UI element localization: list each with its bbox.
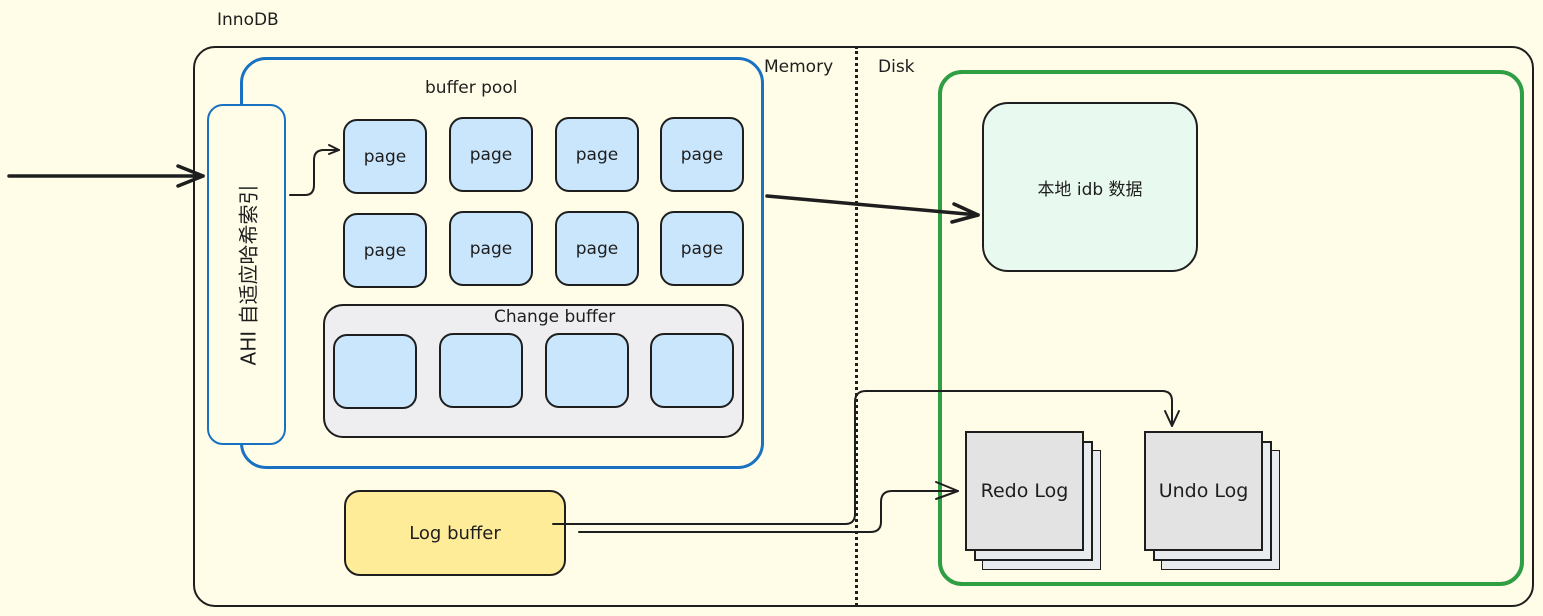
log-buffer-to-redo-arrow <box>578 481 959 533</box>
page-box[interactable]: page <box>343 119 427 194</box>
page-box[interactable]: page <box>555 211 639 286</box>
change-buffer-slot[interactable] <box>545 333 629 408</box>
disk-container <box>938 70 1524 586</box>
page-box[interactable]: page <box>555 117 639 192</box>
external-to-ahi-arrow <box>7 164 205 188</box>
disk-label: Disk <box>878 57 915 77</box>
change-buffer-slot[interactable] <box>439 333 523 408</box>
buffer-pool-label: buffer pool <box>425 78 518 98</box>
page-box[interactable]: page <box>449 117 533 192</box>
page-box[interactable]: page <box>660 117 744 192</box>
memory-label: Memory <box>764 57 834 77</box>
innodb-container <box>193 46 1534 607</box>
innodb-title: InnoDB <box>217 10 279 30</box>
idb-data-box[interactable]: 本地 idb 数据 <box>982 102 1198 272</box>
change-buffer-slot[interactable] <box>333 334 417 409</box>
memory-disk-divider <box>855 46 858 606</box>
buffer-pool-to-idb-arrow <box>765 194 980 224</box>
log-buffer[interactable]: Log buffer <box>344 490 566 576</box>
page-box[interactable]: page <box>449 211 533 286</box>
change-buffer-label: Change buffer <box>494 307 616 327</box>
page-box[interactable]: page <box>343 213 427 288</box>
change-buffer-slot[interactable] <box>650 333 734 408</box>
ahi-box[interactable]: AHI 自适应哈希索引 <box>207 104 286 445</box>
page-box[interactable]: page <box>660 211 744 286</box>
ahi-to-page-arrow <box>289 144 340 196</box>
undo-log[interactable]: Undo Log <box>1144 431 1263 551</box>
redo-log[interactable]: Redo Log <box>965 431 1084 551</box>
log-buffer-to-undo-arrow <box>552 390 1180 525</box>
